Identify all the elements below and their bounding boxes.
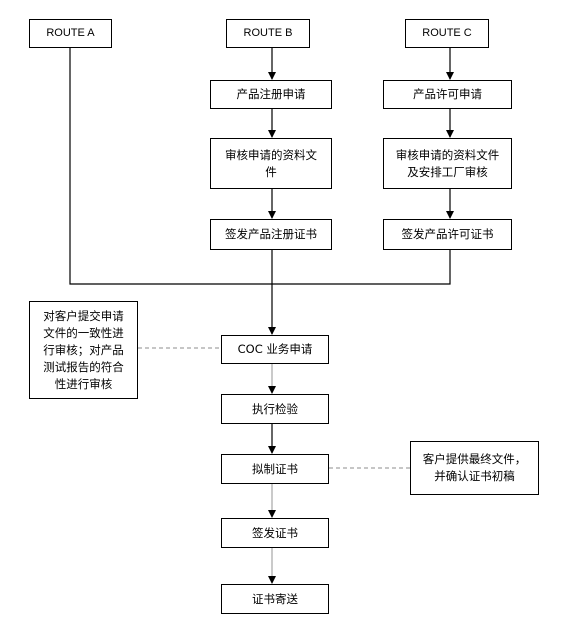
draft-certificate-box: 拟制证书: [221, 454, 329, 484]
inspection-box: 执行检验: [221, 394, 329, 424]
route-c-step3-box: 签发产品许可证书: [383, 219, 512, 250]
mail-certificate-label: 证书寄送: [252, 591, 298, 606]
issue-certificate-label: 签发证书: [252, 525, 298, 540]
product-license-application: 产品许可申请: [413, 87, 482, 101]
route-a-merge-line: [69, 48, 272, 285]
right-note-box: 客户提供最终文件， 并确认证书初稿: [410, 441, 539, 495]
route-b-step3-box: 签发产品注册证书: [210, 219, 332, 250]
review-documents-and-factory-audit: 审核申请的资料文件 及安排工厂审核: [395, 147, 500, 179]
route-c-step2-box: 审核申请的资料文件 及安排工厂审核: [383, 138, 512, 189]
route-a-box: ROUTE A: [29, 19, 112, 48]
coc-application-box: COC 业务申请: [221, 335, 329, 364]
left-note-text: 对客户提交申请 文件的一致性进 行审核；对产品 测试报告的符合 性进行审核: [43, 308, 124, 391]
inspection-label: 执行检验: [252, 401, 298, 416]
route-a-label: ROUTE A: [46, 27, 95, 39]
draft-certificate-label: 拟制证书: [252, 461, 298, 476]
route-c-step1-box: 产品许可申请: [383, 80, 512, 109]
issue-product-license-certificate: 签发产品许可证书: [401, 227, 494, 241]
left-note-box: 对客户提交申请 文件的一致性进 行审核；对产品 测试报告的符合 性进行审核: [29, 301, 138, 399]
review-application-documents: 审核申请的资料文 件: [225, 147, 317, 179]
issue-product-registration-certificate: 签发产品注册证书: [225, 227, 317, 241]
route-b-step1-box: 产品注册申请: [210, 80, 332, 109]
route-b-label: ROUTE B: [243, 27, 293, 39]
route-b-step2-box: 审核申请的资料文 件: [210, 138, 332, 189]
route-c-box: ROUTE C: [405, 19, 489, 48]
mail-certificate-box: 证书寄送: [221, 584, 329, 614]
product-registration-application: 产品注册申请: [236, 87, 306, 101]
route-c-label: ROUTE C: [422, 27, 472, 39]
issue-certificate-box: 签发证书: [221, 518, 329, 548]
right-note-text: 客户提供最终文件， 并确认证书初稿: [422, 452, 527, 483]
coc-application-label: COC 业务申请: [237, 342, 313, 356]
route-c-merge-line: [272, 250, 451, 285]
route-b-box: ROUTE B: [226, 19, 310, 48]
